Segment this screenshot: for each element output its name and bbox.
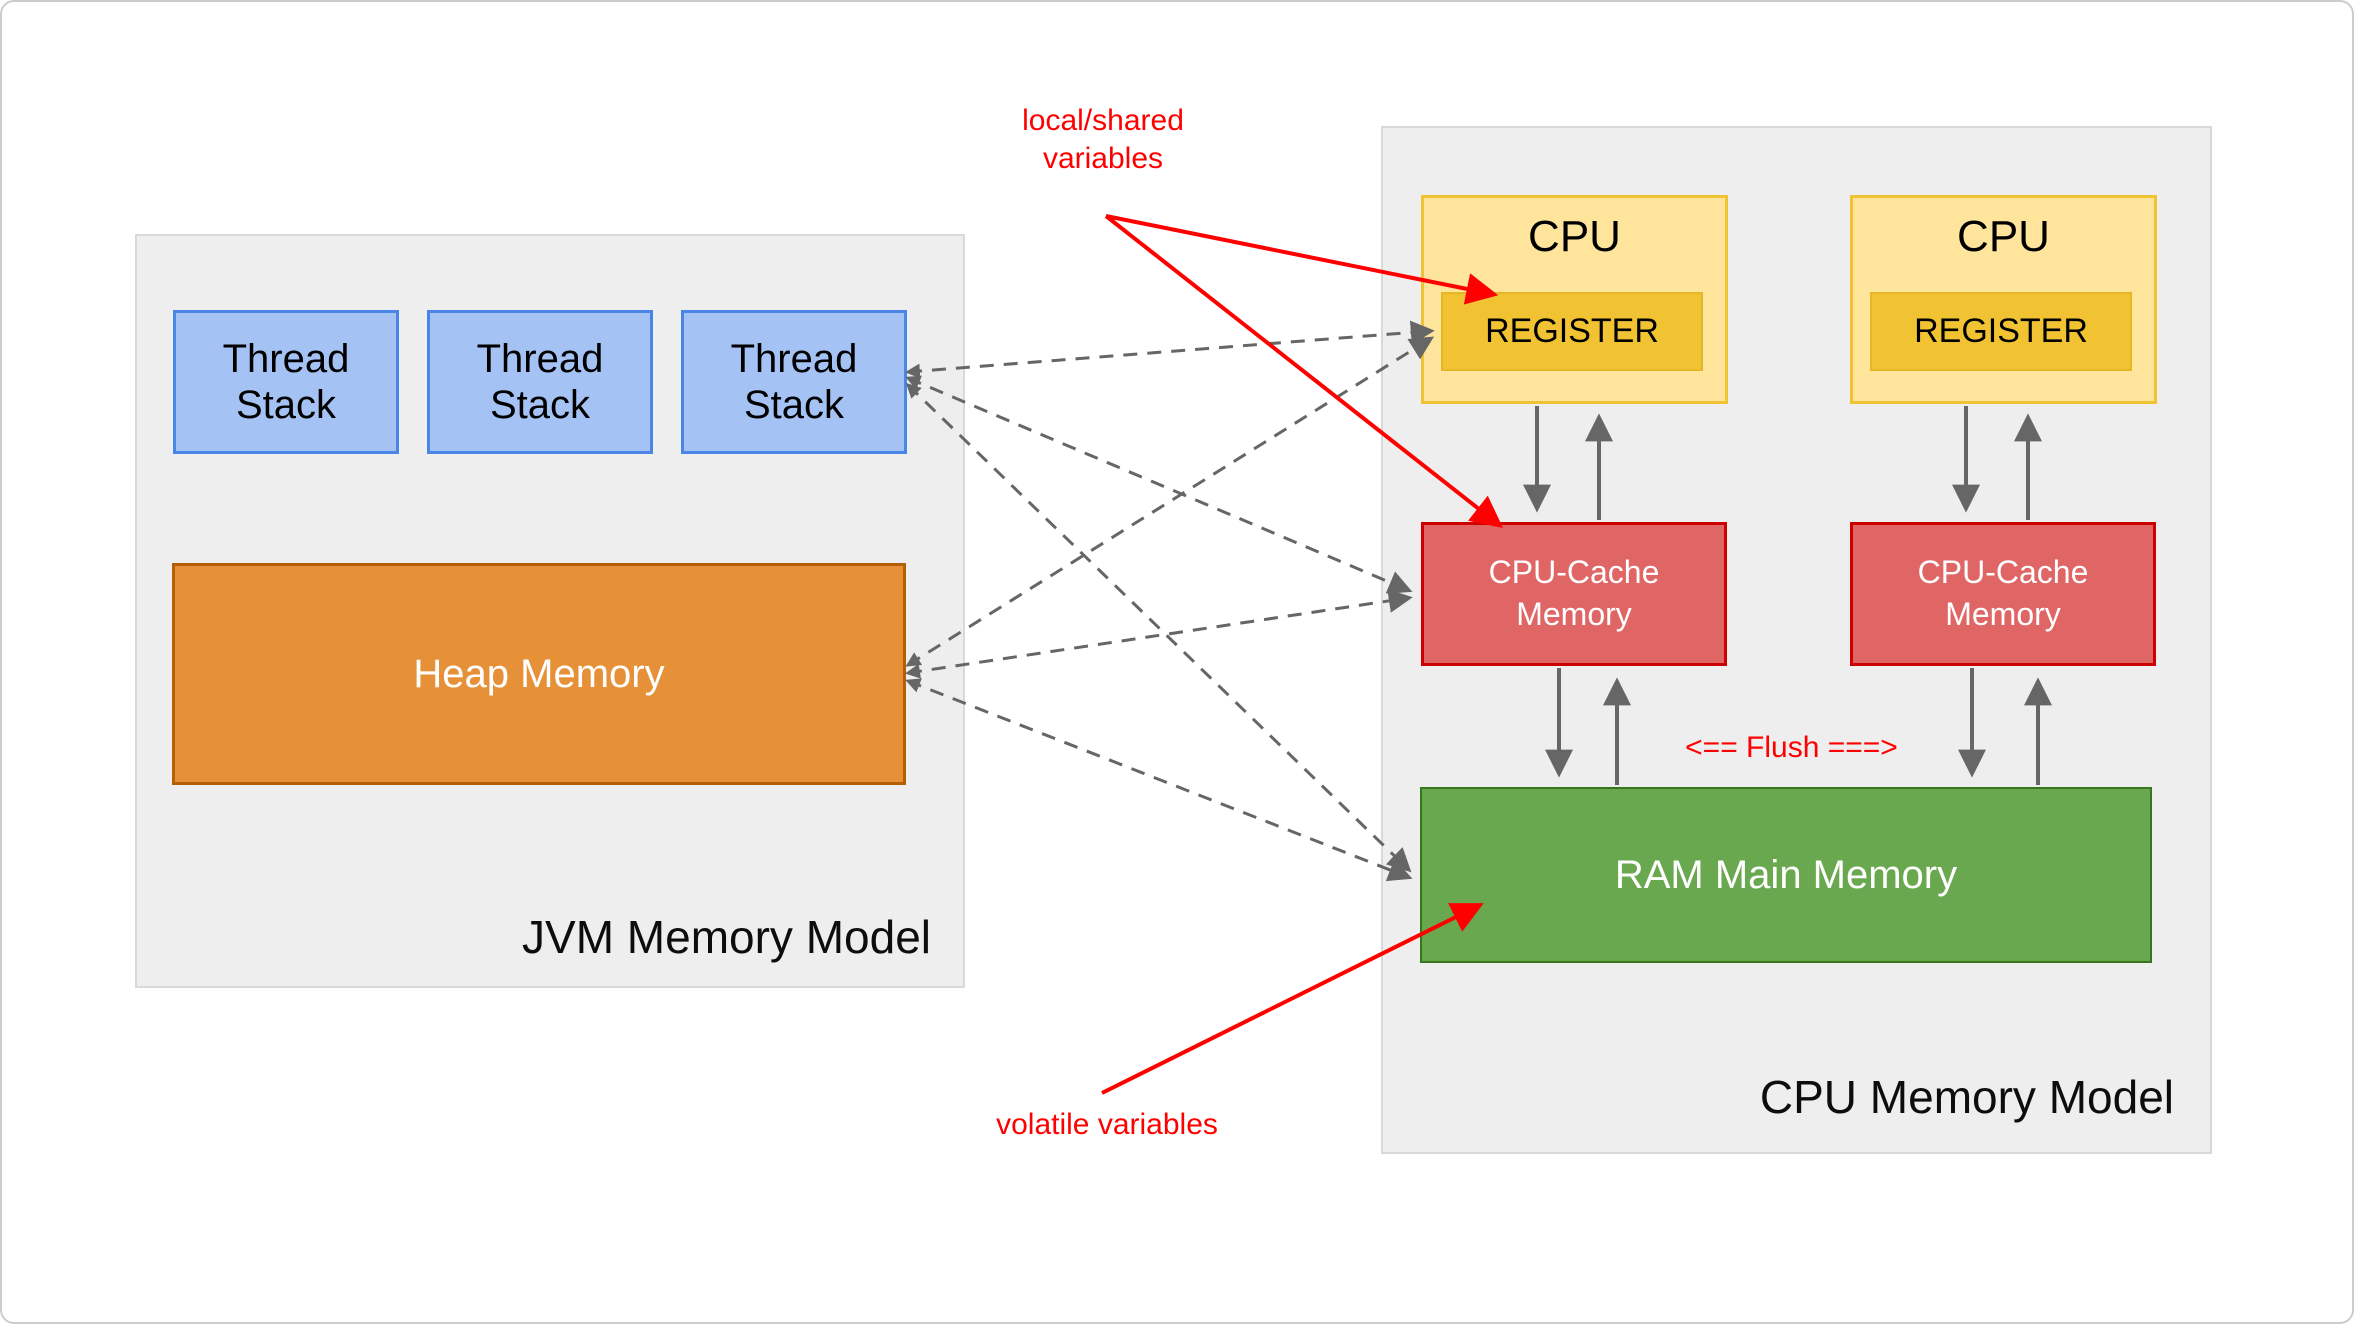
cpu-cache-box-1: CPU-Cache Memory bbox=[1421, 522, 1727, 666]
annotation-volatile-variables: volatile variables bbox=[996, 1108, 1218, 1141]
cpu-label-2: CPU bbox=[1957, 212, 2050, 261]
dashed-arrow-heap-to-cache bbox=[905, 588, 1413, 679]
jvm-panel-title: JVM Memory Model bbox=[522, 911, 931, 963]
heap-memory-box: Heap Memory bbox=[172, 563, 906, 785]
cpu-label-1: CPU bbox=[1528, 212, 1621, 261]
dashed-arrow-heap-to-ram bbox=[905, 678, 1413, 882]
dashed-arrow-thread-to-register bbox=[905, 320, 1435, 379]
dashed-arrow-thread-to-ram bbox=[905, 382, 1412, 873]
annotation-local-shared-variables: local/shared variables bbox=[1022, 104, 1184, 176]
register-box-2: REGISTER bbox=[1870, 292, 2132, 371]
cpu-cache-box-2: CPU-Cache Memory bbox=[1850, 522, 2156, 666]
cpu-box-2: CPU REGISTER bbox=[1850, 195, 2157, 404]
ram-main-memory-box: RAM Main Memory bbox=[1420, 787, 2152, 963]
cpu-panel-title: CPU Memory Model bbox=[1759, 1071, 2174, 1123]
dashed-arrow-heap-to-register bbox=[905, 336, 1435, 667]
cpu-box-1: CPU REGISTER bbox=[1421, 195, 1728, 404]
dashed-arrow-thread-to-cache bbox=[905, 375, 1413, 594]
register-box-1: REGISTER bbox=[1441, 292, 1703, 371]
flush-label: <== Flush ===> bbox=[1685, 731, 1898, 764]
thread-stack-box-1: Thread Stack bbox=[173, 310, 399, 454]
thread-stack-box-2: Thread Stack bbox=[427, 310, 653, 454]
thread-stack-box-3: Thread Stack bbox=[681, 310, 907, 454]
